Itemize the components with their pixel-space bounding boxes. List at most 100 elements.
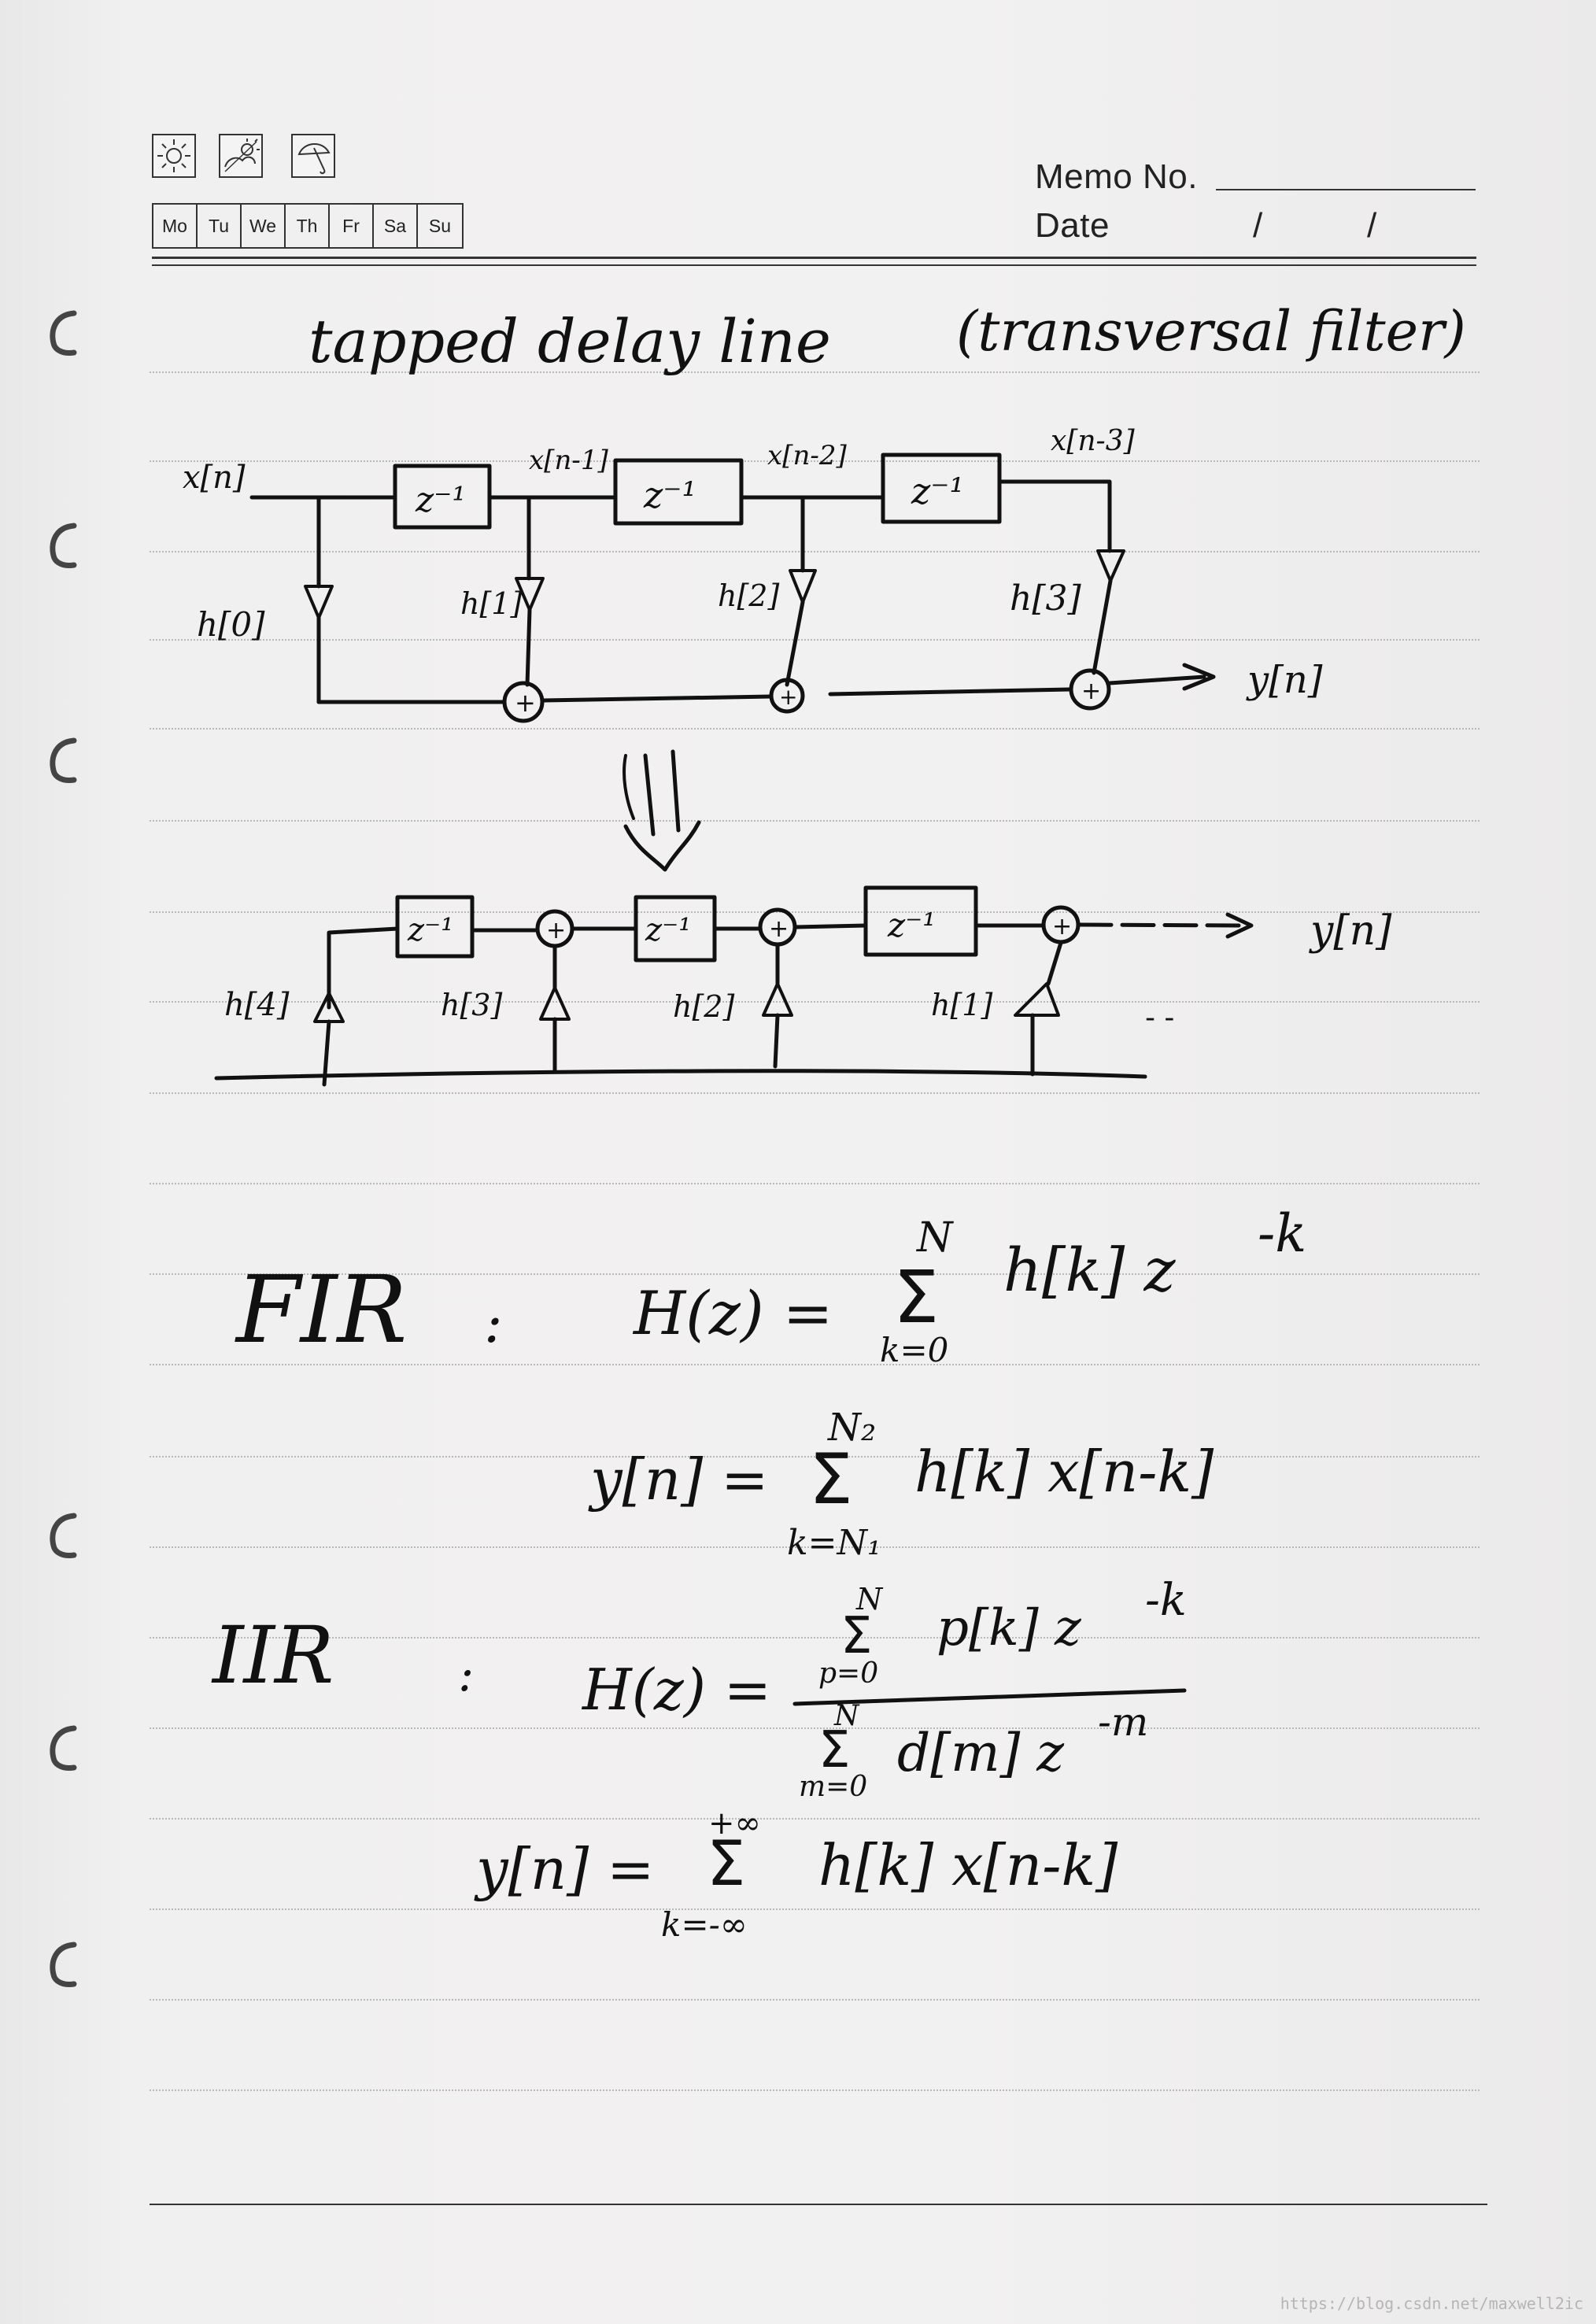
sigma-symbol: Σ [707,1829,745,1900]
ruled-line [150,728,1480,730]
ruled-line [150,371,1480,373]
punch-hole [44,309,80,357]
punch-hole [44,736,80,785]
coefficient-label: h[1] [931,988,992,1022]
gain-triangle [539,986,571,1021]
sigma-symbol: Σ [818,1721,850,1779]
coefficient-label: h[3] [441,988,502,1022]
iir-equations: IIR : H(z) = N Σ p=0 p[k] z -k N Σ m=0 d… [211,1575,1187,1944]
header-rule [152,264,1476,266]
coefficient-label: h[3] [1010,578,1081,619]
adder-node [769,678,805,714]
ruled-line [150,1908,1480,1910]
adder-symbol: + [1052,913,1072,940]
day-cell[interactable]: Fr [330,205,374,247]
ruled-line [150,1546,1480,1548]
exponent: -k [1258,1203,1306,1264]
delay-label: z⁻¹ [643,474,696,516]
delay-label: z⁻¹ [911,470,964,512]
ruled-line [150,1999,1480,2001]
date-separator: / [1367,206,1377,245]
gain-triangle [1014,982,1060,1017]
sigma-symbol: Σ [809,1439,853,1520]
ruled-line [150,639,1480,641]
ruled-line [150,1727,1480,1729]
date-label: Date [1035,206,1110,245]
ruled-line [150,1364,1480,1365]
ruled-line [150,1183,1480,1184]
ruled-line [150,1637,1480,1639]
watermark: https://blog.csdn.net/maxwell2ic [1280,2294,1583,2313]
sigma-symbol: Σ [893,1255,939,1339]
sum-upper-limit: N₂ [827,1406,876,1450]
output-label: y[n] [1246,658,1323,702]
day-cell[interactable]: Su [428,215,452,236]
day-cell[interactable]: Th [286,205,330,247]
gain-triangle [762,982,793,1017]
transposed-form-diagram: z⁻¹ + z⁻¹ + z⁻¹ + y[n] - - [214,885,1392,1087]
note-subtitle: (transversal filter) [956,299,1466,364]
sum-upper-limit: N [915,1214,954,1262]
transform-arrow-icon [623,749,701,872]
fir-difference-rhs: h[k] x[n-k] [914,1439,1214,1505]
sum-upper-limit: N [833,1700,860,1732]
day-cell[interactable]: Tu [198,205,242,247]
ruled-line [150,1456,1480,1458]
adder-symbol: + [515,688,536,718]
umbrella-icon [291,134,335,178]
coefficient-label: h[0] [197,605,265,644]
iir-difference-rhs: h[k] x[n-k] [818,1832,1118,1898]
note-title: tapped delay line [308,306,831,376]
memo-number-field[interactable] [1216,189,1476,190]
coefficient-label: h[4] [224,987,290,1023]
gain-triangle [789,569,817,604]
delay-label: z⁻¹ [887,906,936,944]
fir-transfer-rhs: h[k] z [1003,1235,1176,1305]
ruled-line [150,551,1480,552]
footer-rule [150,2204,1487,2205]
fir-difference-lhs: y[n] = [588,1446,768,1513]
gain-triangle [1096,549,1125,582]
day-cell[interactable]: Sa [374,205,418,247]
sigma-symbol: Σ [840,1607,872,1665]
punch-hole [44,1724,80,1772]
ruled-line [150,1092,1480,1094]
day-cell[interactable]: We [242,205,286,247]
punch-hole [44,521,80,570]
fir-equations: FIR : H(z) = N Σ k=0 h[k] z -k y[n] = N₂… [235,1203,1306,1563]
header-rule [152,257,1476,259]
exponent: -m [1098,1699,1148,1745]
adder-node [1069,668,1111,711]
iir-colon: : [458,1647,474,1702]
iir-denominator: d[m] z [897,1723,1065,1783]
iir-difference-lhs: y[n] = [474,1836,654,1902]
punch-hole [44,1511,80,1560]
delay-block [863,885,978,957]
output-label: y[n] [1309,907,1392,955]
ruled-line [150,1818,1480,1820]
tapped-delay-line-diagram: x[n] z⁻¹ z⁻¹ z⁻¹ x[n-1] x[n-2] x[n-3] [183,425,1323,723]
delay-block [613,458,744,526]
ruled-line [150,1001,1480,1003]
adder-symbol: + [1081,678,1101,705]
ruled-line [150,820,1480,822]
coefficient-label: h[2] [718,578,779,613]
punch-hole [44,1940,80,1989]
coefficient-label: h[2] [673,989,734,1024]
date-separator: / [1253,206,1263,245]
tap-label: x[n-1] [529,445,608,476]
adder-symbol: + [779,684,797,710]
sum-lower-limit: m=0 [799,1771,867,1803]
tap-label: x[n-2] [767,440,847,471]
sum-upper-limit: N [855,1582,884,1616]
tap-label: x[n-3] [1051,425,1136,457]
sum-lower-limit: k=-∞ [661,1905,748,1944]
fir-label: FIR [235,1255,407,1364]
delay-block [395,895,475,959]
gain-triangle [304,585,334,619]
day-cell[interactable]: Mo [153,205,198,247]
ruled-line [150,1273,1480,1275]
sum-lower-limit: p=0 [818,1657,878,1690]
